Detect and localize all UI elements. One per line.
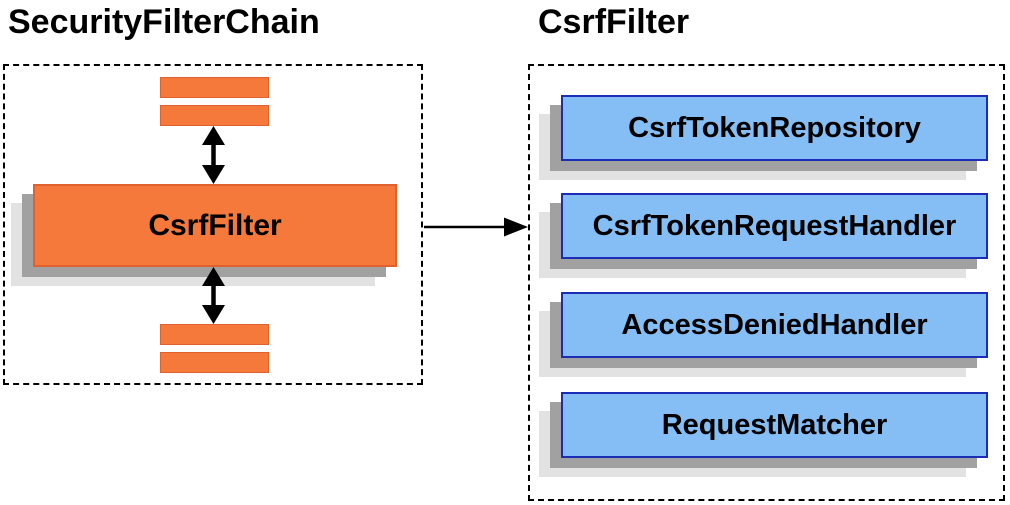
security-filter-chain-boundary xyxy=(3,64,423,385)
filter-stack-bar-4 xyxy=(160,352,269,373)
csrf-filter-boundary xyxy=(528,64,1005,501)
flow-arrow-icon xyxy=(424,217,528,237)
component-box-request-matcher: RequestMatcher xyxy=(561,392,988,458)
component-label: RequestMatcher xyxy=(661,408,888,441)
csrf-filter-box: CsrfFilter xyxy=(33,184,397,267)
left-panel-title: SecurityFilterChain xyxy=(8,3,320,41)
component-label: CsrfTokenRequestHandler xyxy=(592,209,957,242)
component-box-csrf-token-repository: CsrfTokenRepository xyxy=(561,95,988,161)
csrf-filter-box-label: CsrfFilter xyxy=(148,208,282,242)
right-panel-title: CsrfFilter xyxy=(538,3,690,41)
bidirectional-arrow-icon-top xyxy=(202,126,225,184)
bidirectional-arrow-icon-bottom xyxy=(202,267,225,324)
component-box-access-denied-handler: AccessDeniedHandler xyxy=(561,292,988,358)
filter-stack-bar-1 xyxy=(160,77,269,98)
component-label: AccessDeniedHandler xyxy=(621,308,928,341)
component-label: CsrfTokenRepository xyxy=(628,111,921,144)
component-box-csrf-token-request-handler: CsrfTokenRequestHandler xyxy=(561,193,988,259)
filter-stack-bar-2 xyxy=(160,105,269,126)
filter-stack-bar-3 xyxy=(160,324,269,345)
